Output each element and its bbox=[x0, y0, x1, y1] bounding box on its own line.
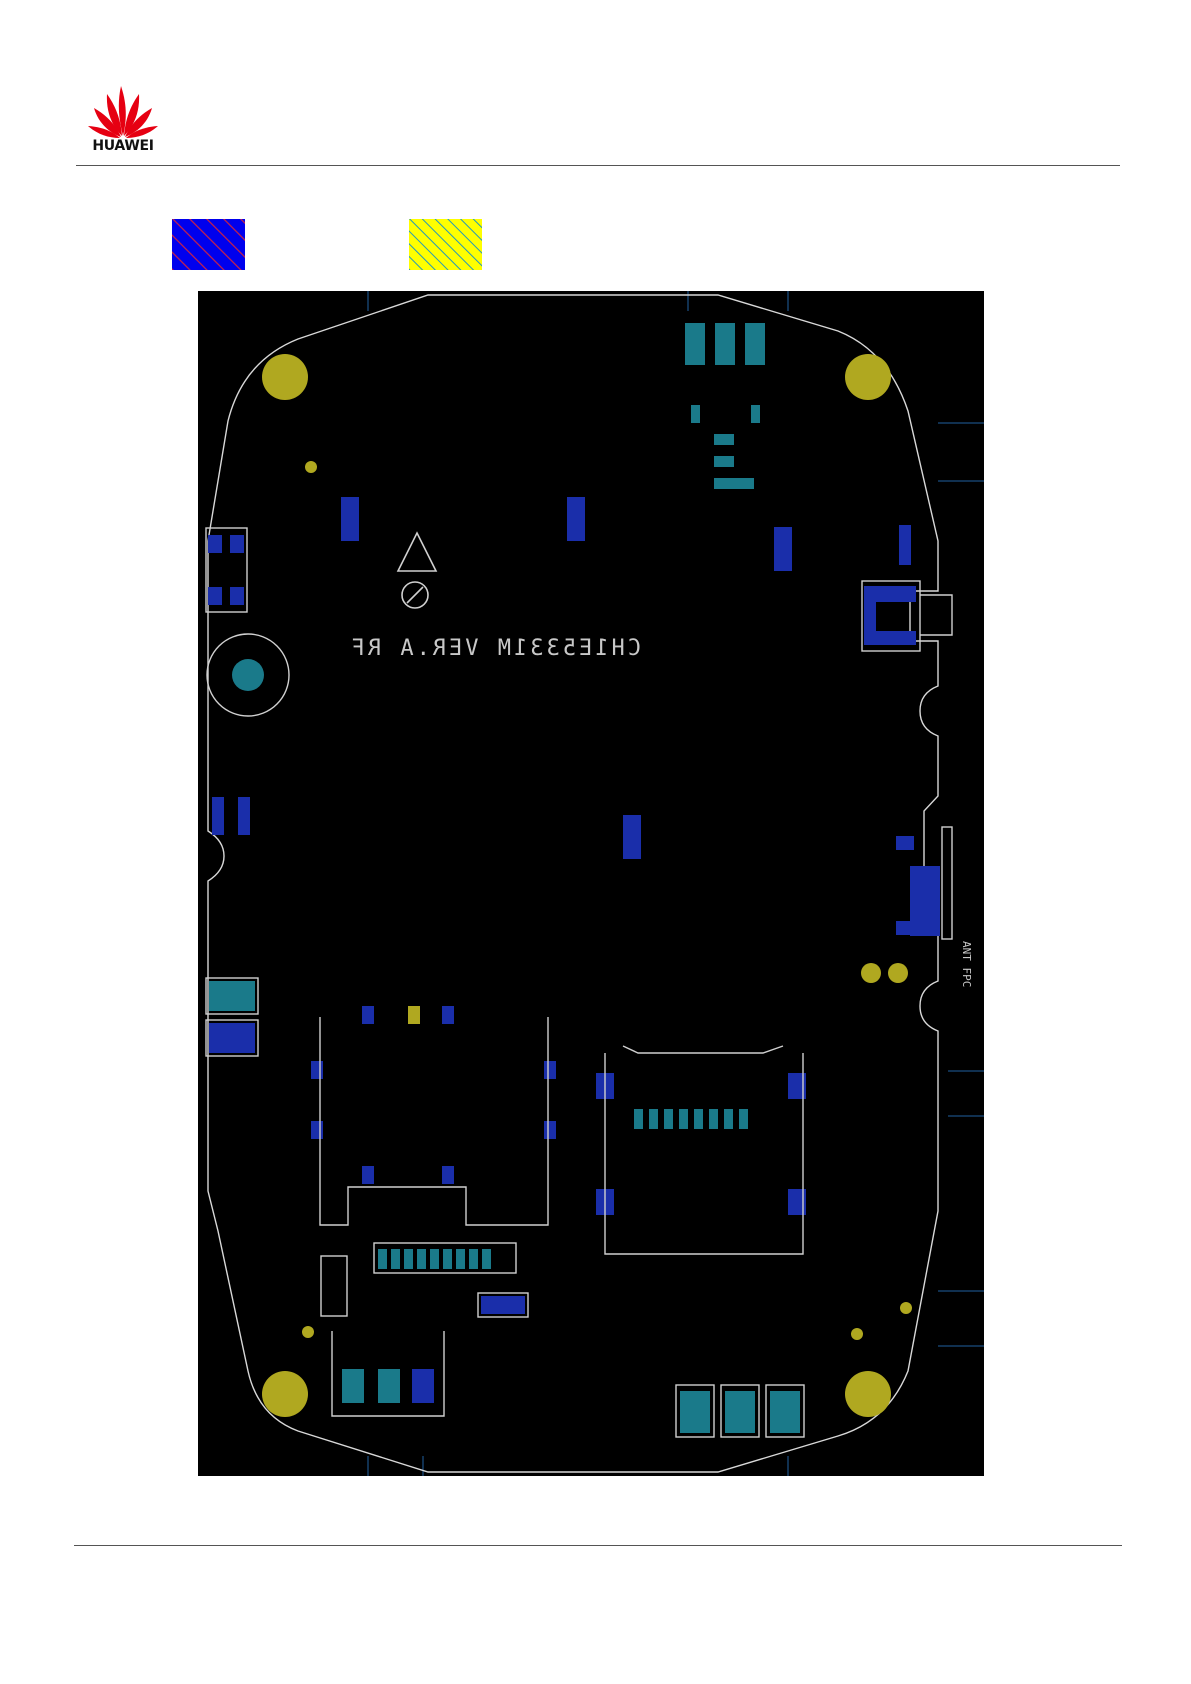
legend-swatch-blue bbox=[172, 219, 245, 270]
legend-swatch-yellow bbox=[409, 219, 482, 270]
board-edge-label: ANT FPC bbox=[960, 941, 973, 987]
huawei-logo: HUAWEI bbox=[86, 82, 160, 158]
logo-wordmark: HUAWEI bbox=[86, 138, 160, 154]
board-silkscreen-label: CH1E5331M VER.A RF bbox=[349, 636, 641, 661]
pcb-layout-image: CH1E5331M VER.A RF ANT FPC bbox=[198, 291, 984, 1476]
header-divider bbox=[76, 165, 1120, 166]
huawei-petal-logo-icon bbox=[86, 82, 160, 138]
footer-divider bbox=[74, 1545, 1122, 1546]
